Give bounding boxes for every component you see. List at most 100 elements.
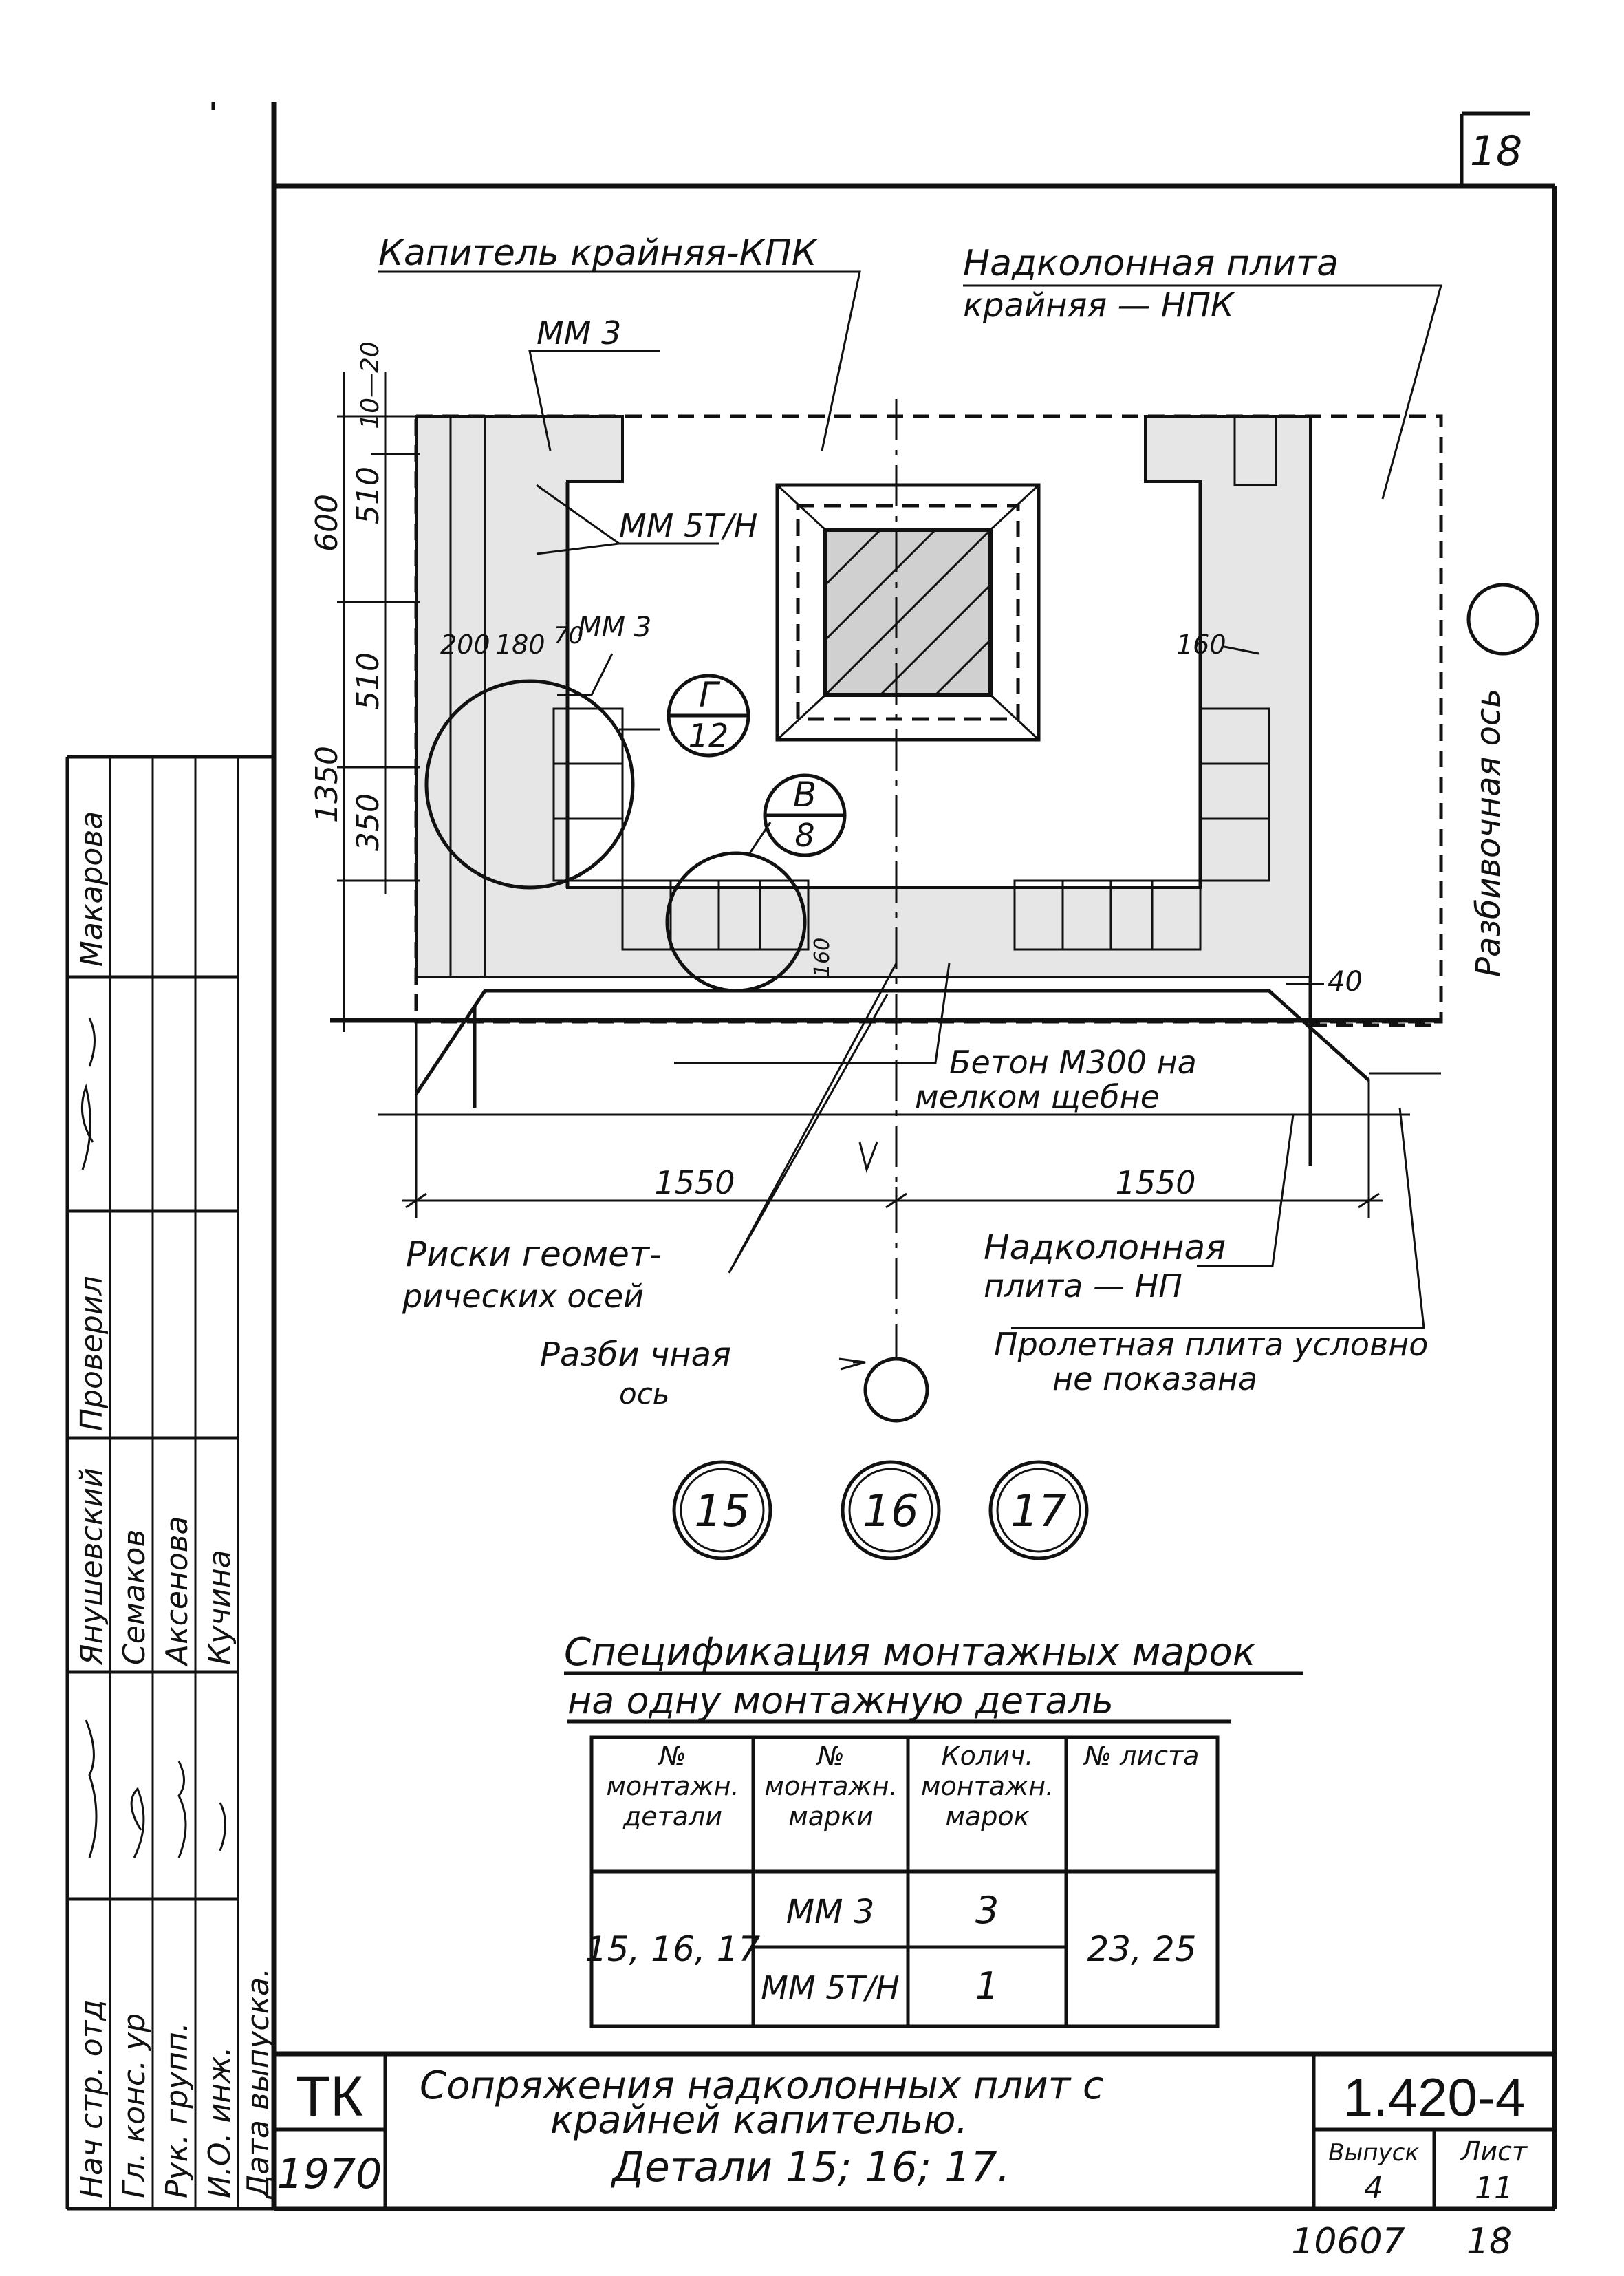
spec-mark-2: ММ 5Т/Н (761, 1969, 899, 2006)
leader-mm3-mid (557, 653, 614, 696)
svg-text:160: 160 (810, 938, 834, 977)
label-span-2: не показана (1052, 1360, 1257, 1397)
callout-v: В 8 (763, 773, 847, 857)
stamp-makarova: Макарова (74, 811, 109, 967)
leader-risk (728, 963, 898, 1274)
spec-qty-2: 1 (975, 1964, 999, 2008)
signature-1 (80, 1018, 96, 1170)
stamp-data-vypuska: Дата выпуска. (241, 1968, 276, 2200)
detail-15: 15 (694, 1486, 750, 1537)
stamp-role-4: И.О. инж. (202, 2047, 237, 2199)
label-axis-bottom-2: ось (619, 1377, 670, 1410)
detail-circle-g-area (424, 679, 635, 890)
leader-kpk (378, 270, 861, 451)
sheet-frame (211, 102, 1557, 2211)
signature-3 (130, 1787, 145, 1858)
label-np-1: Надколонная (984, 1227, 1226, 1267)
signature-5 (219, 1802, 226, 1851)
title-list-value: 11 (1475, 2171, 1513, 2206)
svg-text:70: 70 (554, 622, 583, 649)
svg-text:200: 200 (440, 630, 490, 660)
label-kpk: Капитель крайняя-КПК (378, 233, 819, 274)
left-blocks (415, 415, 624, 978)
svg-text:Г: Г (699, 675, 721, 715)
dimensions: 600 510 10—20 510 350 1350 200 180 70 16… (310, 341, 1410, 1218)
stamp-role-2: Гл. конс. ур (117, 2013, 152, 2198)
svg-text:600: 600 (310, 494, 345, 552)
sheet-number-box: 18 (1460, 111, 1530, 186)
plan-labels: Капитель крайняя-КПК Надколонная плита к… (378, 233, 1508, 1410)
stamp-name-2: Аксенова (160, 1516, 195, 1667)
spec-row-detail: 15, 16, 17 (585, 1929, 761, 1969)
detail-16: 16 (863, 1486, 918, 1537)
spec-header-detail: № монтажн. детали (606, 1741, 739, 1832)
leader-span (1011, 1107, 1425, 1329)
label-np-2: плита — НП (984, 1267, 1182, 1305)
spec-table: Спецификация монтажных марок на одну мон… (564, 1630, 1303, 2028)
title-vypusk-label: Выпуск (1328, 2139, 1419, 2167)
title-line-1: Сопряжения надколонных плит с (420, 2063, 1104, 2108)
label-mm3-mid: ММ 3 (578, 612, 651, 643)
callout-g: Г 12 (667, 674, 750, 758)
svg-text:1550: 1550 (1115, 1164, 1195, 1201)
leader-np (1197, 1114, 1295, 1267)
svg-text:40: 40 (1328, 966, 1363, 998)
svg-text:510: 510 (351, 466, 386, 524)
axis-bubble-bottom (863, 1357, 929, 1423)
svg-text:В: В (793, 775, 816, 815)
title-block: ТК 1970 Сопряжения надколонных плит с кр… (274, 2051, 1555, 2209)
svg-text:8: 8 (794, 817, 814, 854)
leader-mm5 (536, 484, 719, 555)
signature-2 (85, 1719, 98, 1858)
label-npk-2: крайняя — НПК (963, 286, 1235, 325)
svg-text:10—20: 10—20 (356, 341, 385, 429)
leader-axis-bottom (838, 1357, 866, 1371)
stamp-yanushevsky: Янушевский (74, 1468, 109, 1666)
label-concrete-2: мелком щебне (915, 1078, 1160, 1115)
detail-numbers: 15 16 17 (672, 1460, 1089, 1560)
label-concrete-1: Бетон М300 на (949, 1044, 1197, 1081)
label-axis-right: Разбивочная ось (1469, 688, 1508, 977)
svg-text:180: 180 (495, 630, 545, 660)
stamp-role-1: Нач стр. отд (74, 1999, 109, 2198)
central-column (775, 483, 1041, 742)
spec-title-1: Спецификация монтажных марок (564, 1630, 1256, 1675)
svg-text:1550: 1550 (654, 1164, 735, 1201)
plan-drawing (330, 270, 1539, 1423)
title-year: 1970 (277, 2150, 382, 2198)
svg-text:160: 160 (1176, 630, 1226, 660)
svg-text:510: 510 (351, 652, 386, 710)
spec-qty-1: 3 (975, 1889, 999, 1932)
detail-17: 17 (1010, 1486, 1067, 1537)
svg-text:12: 12 (689, 717, 729, 754)
label-mm5: ММ 5Т/Н (619, 507, 757, 544)
svg-text:1350: 1350 (310, 746, 345, 823)
archive-sheet: 18 (1466, 2221, 1512, 2262)
spec-header-qty: Колич. монтажн. марок (920, 1741, 1054, 1832)
leader-mm3-top (528, 350, 660, 451)
svg-text:350: 350 (351, 793, 386, 851)
spec-header-mark: № монтажн. марки (764, 1741, 898, 1832)
label-span-1: Пролетная плита условно (994, 1326, 1428, 1363)
sheet-number: 18 (1470, 127, 1522, 175)
leader-npk (963, 284, 1442, 500)
detail-circle-v-area (665, 851, 807, 993)
leader-concrete (674, 963, 951, 1064)
stamp-proveril: Проверил (74, 1276, 109, 1431)
signature-4 (177, 1761, 187, 1858)
label-mm3-top: ММ 3 (537, 314, 621, 352)
stamp-role-3: Рук. групп. (160, 2022, 195, 2198)
stamp-name-3: Кучина (202, 1549, 237, 1665)
label-risk-2: рических осей (402, 1278, 644, 1315)
spec-sheets: 23, 25 (1087, 1929, 1196, 1969)
lower-slab (330, 989, 1441, 1218)
title-code: 1.420-4 (1343, 2067, 1526, 2127)
spec-mark-1: ММ 3 (786, 1893, 875, 1931)
title-line-2: крайней капителью. (550, 2098, 968, 2143)
title-vypusk-value: 4 (1364, 2171, 1383, 2206)
spec-title-2: на одну монтажную деталь (567, 1679, 1114, 1722)
right-blocks (1199, 415, 1277, 882)
stamp-name-1: Семаков (117, 1529, 152, 1665)
title-org: ТК (296, 2065, 363, 2128)
